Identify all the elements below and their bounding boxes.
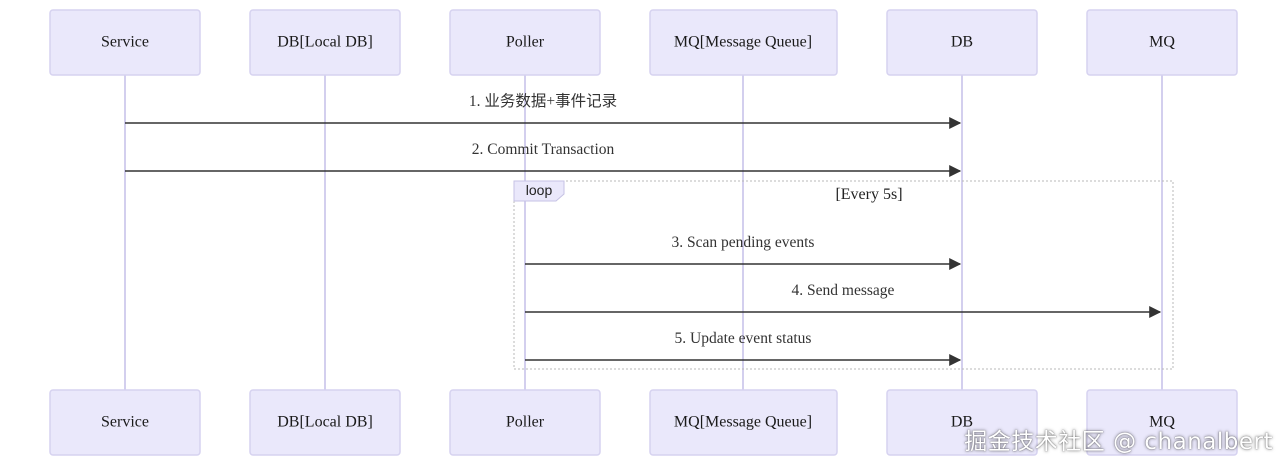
message-4: 4. Send message [525, 282, 1162, 318]
lifelines [124, 75, 1163, 390]
actor-label: Service [101, 34, 149, 51]
actor-service-bottom: Service [49, 389, 201, 456]
loop-condition: [Every 5s] [835, 186, 902, 203]
loop-label: loop [526, 182, 553, 198]
actor-label: Poller [506, 34, 545, 51]
actor-label: MQ[Message Queue] [674, 34, 812, 51]
message-3: 3. Scan pending events [525, 234, 962, 270]
actor-label: DB[Local DB] [277, 414, 373, 431]
watermark: 掘金技术社区 @ chanalbert [964, 429, 1273, 455]
actor-mq-bottom: MQ [1086, 389, 1238, 456]
actor-poller-top: Poller [449, 9, 601, 76]
message-label: 1. 业务数据+事件记录 [469, 92, 617, 110]
message-2: 2. Commit Transaction [125, 141, 962, 177]
loop-frame: loop [Every 5s] [513, 180, 1174, 370]
actor-label: DB [951, 414, 973, 431]
actor-mqfull-bottom: MQ[Message Queue] [649, 389, 838, 456]
message-label: 4. Send message [792, 282, 895, 299]
actor-db-bottom: DB [886, 389, 1038, 456]
message-label: 2. Commit Transaction [472, 141, 615, 158]
actor-label: DB[Local DB] [277, 34, 373, 51]
actor-label: Poller [506, 414, 545, 431]
actor-db-top: DB [886, 9, 1038, 76]
message-5: 5. Update event status [525, 330, 962, 366]
actor-poller-bottom: Poller [449, 389, 601, 456]
actor-label: Service [101, 414, 149, 431]
actor-label: MQ [1149, 414, 1175, 431]
actor-label: MQ [1149, 34, 1175, 51]
actor-localdb-top: DB[Local DB] [249, 9, 401, 76]
message-label: 3. Scan pending events [672, 234, 815, 251]
actor-localdb-bottom: DB[Local DB] [249, 389, 401, 456]
message-1: 1. 业务数据+事件记录 [125, 92, 962, 129]
loop-tab [513, 180, 565, 202]
actor-label: MQ[Message Queue] [674, 414, 812, 431]
message-label: 5. Update event status [675, 330, 812, 347]
loop-border [513, 180, 1174, 370]
actor-mq-top: MQ [1086, 9, 1238, 76]
actor-service-top: Service [49, 9, 201, 76]
actor-label: DB [951, 34, 973, 51]
actor-mqfull-top: MQ[Message Queue] [649, 9, 838, 76]
